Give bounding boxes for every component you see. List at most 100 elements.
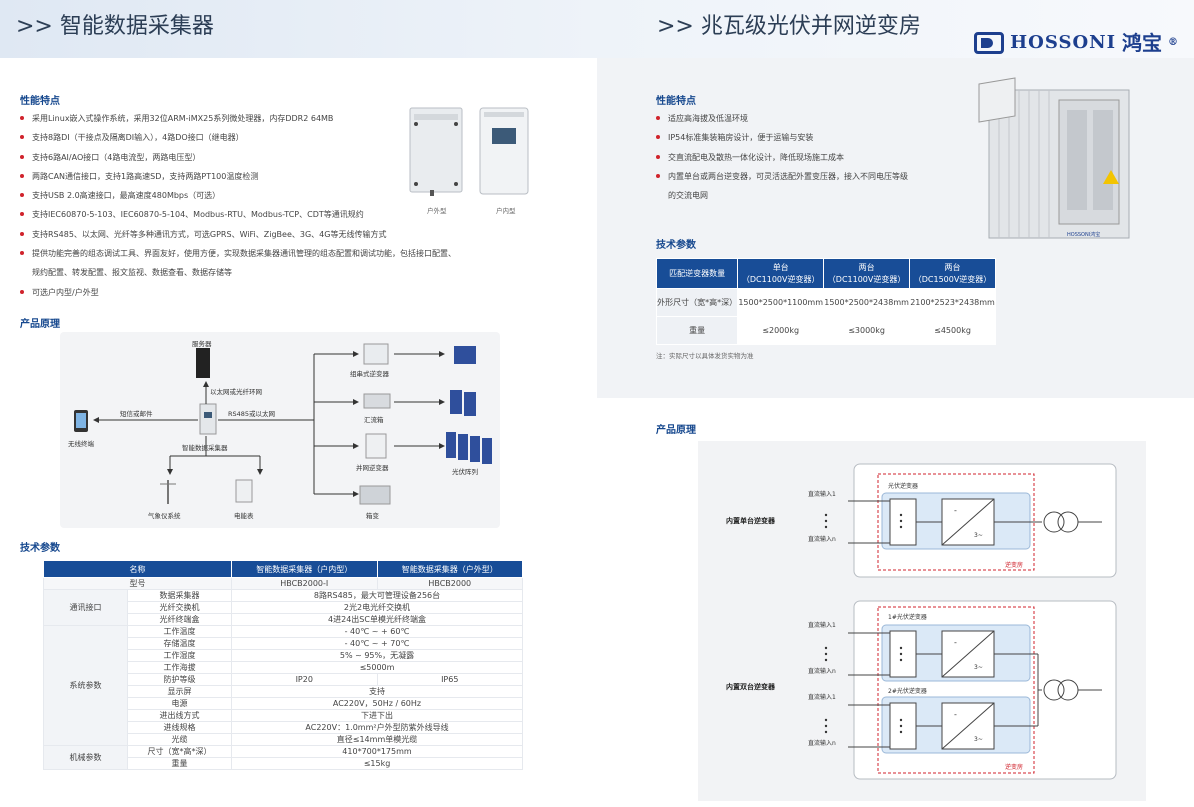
spec-cell: ≤4500kg <box>909 316 996 345</box>
server-icon <box>196 348 210 378</box>
dc-symbol: - <box>954 710 957 719</box>
spec-note: 注：实际尺寸以具体发货实物为准 <box>656 352 754 360</box>
spec-param: 工作海拔 <box>127 661 232 674</box>
double-in1b: 直流输入1 <box>808 693 836 701</box>
left-spec-title: 技术参数 <box>20 543 60 554</box>
spec-cell: ≤3000kg <box>823 316 911 345</box>
right-title-text: >> 兆瓦级光伏并网逆变房 <box>657 14 921 39</box>
single-label: 内置单台逆变器 <box>726 516 776 525</box>
spec-header: 单台 （DC1100V逆变器） <box>737 258 825 289</box>
feature-item: 提供功能完善的组态调试工具、界面友好，使用方便，实现数据采集器通讯管理的组态配置… <box>20 244 456 263</box>
logo-reg: ® <box>1168 37 1178 48</box>
spec-header: 智能数据采集器（户内型） <box>231 560 378 578</box>
feature-item: 采用Linux嵌入式操作系统，采用32位ARM-iMX25系列微处理器，内存DD… <box>20 109 456 128</box>
spec-param: 尺寸（宽*高*深） <box>127 745 232 758</box>
right-spec-title: 技术参数 <box>656 240 696 251</box>
brand-logo: HOSSONI 鸿宝® <box>974 16 1178 70</box>
spec-cell: 2100*2523*2438mm <box>909 288 996 317</box>
lbl-string-inv: 组串式逆变器 <box>350 369 390 378</box>
spec-param: 工作湿度 <box>127 649 232 662</box>
ac-symbol: 3~ <box>974 532 983 539</box>
spec-value: IP65 <box>376 673 523 686</box>
spec-value: 4进24出SC单模光纤终端盒 <box>231 613 523 626</box>
string-inverter-icon <box>363 343 389 365</box>
model-label: 型号 <box>43 577 232 590</box>
spec-cell: ≤2000kg <box>737 316 825 345</box>
spec-header: 两台 （DC1100V逆变器） <box>823 258 911 289</box>
spec-value: 支持 <box>231 685 523 698</box>
feature-item: IP54标准集装箱房设计，便于运输与安装 <box>656 128 908 147</box>
double-inv2-label: 2#光伏逆变器 <box>888 687 927 695</box>
spec-header: 名称 <box>43 560 232 578</box>
right-features-title: 性能特点 <box>656 96 696 107</box>
spec-value: 8路RS485，最大可管理设备256台 <box>231 589 523 602</box>
dc-symbol: - <box>954 638 957 647</box>
spec-value: IP20 <box>231 673 378 686</box>
lbl-ethernet: 以太网或光纤环网 <box>210 387 262 396</box>
spec-value: AC220V：1.0mm²户外型防紫外线导线 <box>231 721 523 734</box>
right-feature-list: 适应高海拔及低温环境 IP54标准集装箱房设计，便于运输与安装 交直流配电及散热… <box>656 109 908 205</box>
lbl-transformer: 箱变 <box>366 511 380 520</box>
spec-value: AC220V，50Hz / 60Hz <box>231 697 523 710</box>
feature-item: 支持IEC60870-5-103、IEC60870-5-104、Modbus-R… <box>20 205 456 224</box>
model-outdoor: HBCB2000 <box>376 577 523 590</box>
spec-param: 光纤交换机 <box>127 601 232 614</box>
double-innb: 直流输入n <box>808 739 836 747</box>
img-caption-indoor: 户内型 <box>496 207 516 215</box>
container-brand-label: HOSSONI鸿宝 <box>1067 231 1100 238</box>
single-in1: 直流输入1 <box>808 490 836 498</box>
single-room: 逆变房 <box>1005 561 1023 569</box>
single-inv-label: 光伏逆变器 <box>888 482 918 490</box>
lbl-combiner: 汇流箱 <box>364 415 384 424</box>
logo-name: HOSSONI <box>1010 32 1116 53</box>
spec-value: ≤5000m <box>231 661 523 674</box>
model-indoor: HBCB2000-I <box>231 577 378 590</box>
inverter-room-image: HOSSONI鸿宝 <box>978 77 1130 239</box>
feature-item: 适应高海拔及低温环境 <box>656 109 908 128</box>
feature-item-continued: 的交流电网 <box>668 191 708 201</box>
spec-param: 光纤终端盒 <box>127 613 232 626</box>
spec-param: 进出线方式 <box>127 709 232 722</box>
spec-group: 机械参数 <box>43 745 128 770</box>
spec-value: - 40℃ ~ + 60℃ <box>231 625 523 638</box>
lbl-meter: 电能表 <box>234 511 254 520</box>
left-principle-title: 产品原理 <box>20 319 60 330</box>
pv-panel-icon <box>446 346 492 464</box>
spec-param: 数据采集器 <box>127 589 232 602</box>
grid-inverter-icon <box>365 433 387 459</box>
double-label: 内置双台逆变器 <box>726 682 776 691</box>
spec-value: ≤15kg <box>231 757 523 770</box>
double-in1: 直流输入1 <box>808 621 836 629</box>
warning-icon <box>1103 170 1119 184</box>
spec-cell: 1500*2500*2438mm <box>823 288 911 317</box>
spec-param: 防护等级 <box>127 673 232 686</box>
system-diagram: 服务器 以太网或光纤环网 短信或邮件 无线终端 RS485或以太网 智能数据采集… <box>60 332 500 528</box>
ac-symbol: 3~ <box>974 736 983 743</box>
double-inv1-label: 1#光伏逆变器 <box>888 613 927 621</box>
logo-mark-icon <box>974 32 1005 54</box>
spec-value: 410*700*175mm <box>231 745 523 758</box>
feature-item: 交直流配电及散热一体化设计，降低现场施工成本 <box>656 148 908 167</box>
spec-value: 直径≤14mm单模光缆 <box>231 733 523 746</box>
spec-param: 重量 <box>127 757 232 770</box>
combiner-box-icon <box>363 393 391 409</box>
left-features-title: 性能特点 <box>20 96 60 107</box>
lbl-pv-array: 光伏阵列 <box>452 467 478 476</box>
feature-item: 支持6路AI/AO接口（4路电流型，两路电压型） <box>20 148 456 167</box>
meter-icon <box>235 479 253 503</box>
spec-cell: 重量 <box>655 316 739 345</box>
spec-header: 两台 （DC1500V逆变器） <box>909 258 996 289</box>
lbl-server: 服务器 <box>192 339 212 348</box>
lbl-rs485: RS485或以太网 <box>228 409 275 418</box>
double-room: 逆变房 <box>1005 763 1023 771</box>
feature-item: 支持USB 2.0高速接口，最高速度480Mbps（可选） <box>20 186 456 205</box>
spec-cell: 1500*2500*1100mm <box>737 288 825 317</box>
feature-item: 两路CAN通信接口，支持1路高速SD，支持两路PT100温度检测 <box>20 167 456 186</box>
spec-group: 通讯接口 <box>43 589 128 626</box>
lbl-grid-inv: 并网逆变器 <box>356 463 389 472</box>
inverter-room-diagram: - 3~ 内置单台逆变器 光伏逆变器 直流输入1 直流输入n 逆变房 - 3~ … <box>698 441 1146 801</box>
spec-param: 存储温度 <box>127 637 232 650</box>
ac-symbol: 3~ <box>974 664 983 671</box>
feature-item: 内置单台或两台逆变器，可灵活选配外置变压器，接入不同电压等级 <box>656 167 908 186</box>
